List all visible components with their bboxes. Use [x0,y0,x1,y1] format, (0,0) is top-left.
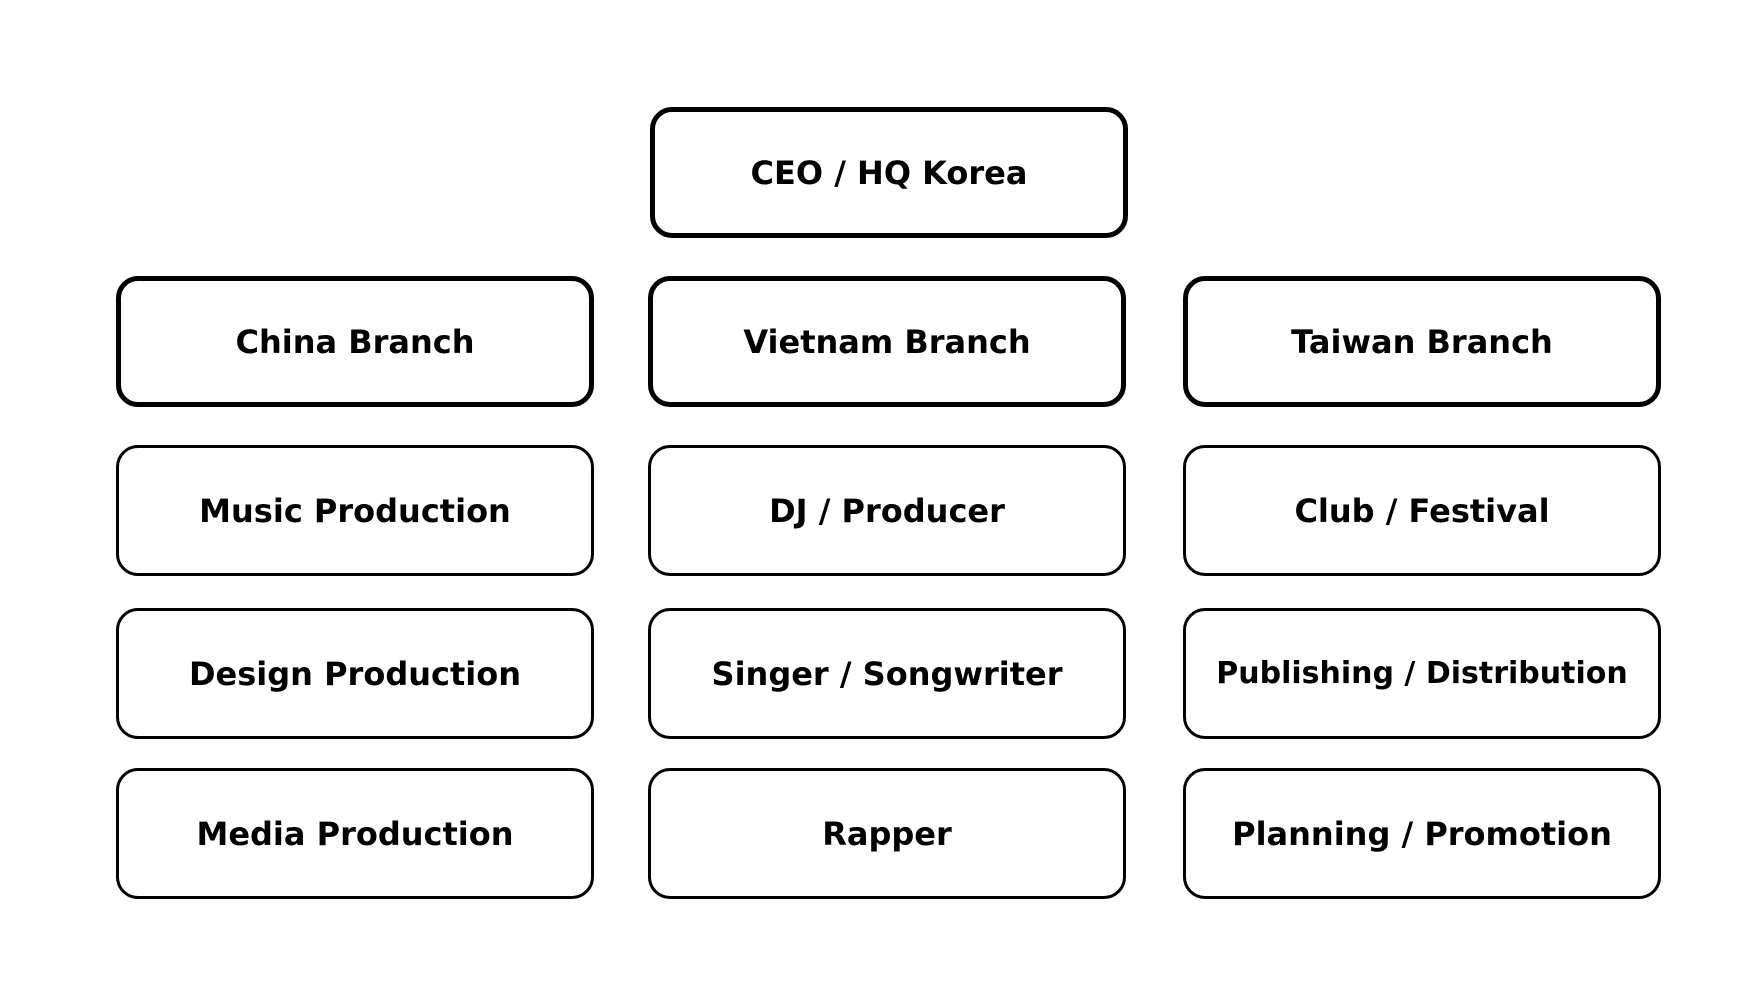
dept-box-music-production: Music Production [116,445,594,576]
dept-label: Singer / Songwriter [711,654,1063,693]
dept-label: Design Production [188,654,521,693]
branch-box-china: China Branch [116,276,594,407]
dept-label: Rapper [822,814,952,853]
branch-label-taiwan: Taiwan Branch [1291,322,1553,361]
ceo-label: CEO / HQ Korea [750,153,1028,192]
branch-box-vietnam: Vietnam Branch [648,276,1126,407]
dept-box-design-production: Design Production [116,608,594,739]
dept-label: DJ / Producer [769,491,1005,530]
dept-label: Music Production [199,491,511,530]
branch-label-vietnam: Vietnam Branch [743,322,1031,361]
dept-box-singer-songwriter: Singer / Songwriter [648,608,1126,739]
dept-box-planning-promotion: Planning / Promotion [1183,768,1661,899]
dept-label: Planning / Promotion [1232,814,1612,853]
dept-box-club-festival: Club / Festival [1183,445,1661,576]
dept-box-dj-producer: DJ / Producer [648,445,1126,576]
dept-label: Publishing / Distribution [1216,656,1628,691]
ceo-box: CEO / HQ Korea [650,107,1128,238]
dept-box-media-production: Media Production [116,768,594,899]
dept-box-publishing-distribution: Publishing / Distribution [1183,608,1661,739]
branch-label-china: China Branch [235,322,475,361]
dept-box-rapper: Rapper [648,768,1126,899]
dept-label: Media Production [196,814,514,853]
dept-label: Club / Festival [1294,491,1550,530]
branch-box-taiwan: Taiwan Branch [1183,276,1661,407]
